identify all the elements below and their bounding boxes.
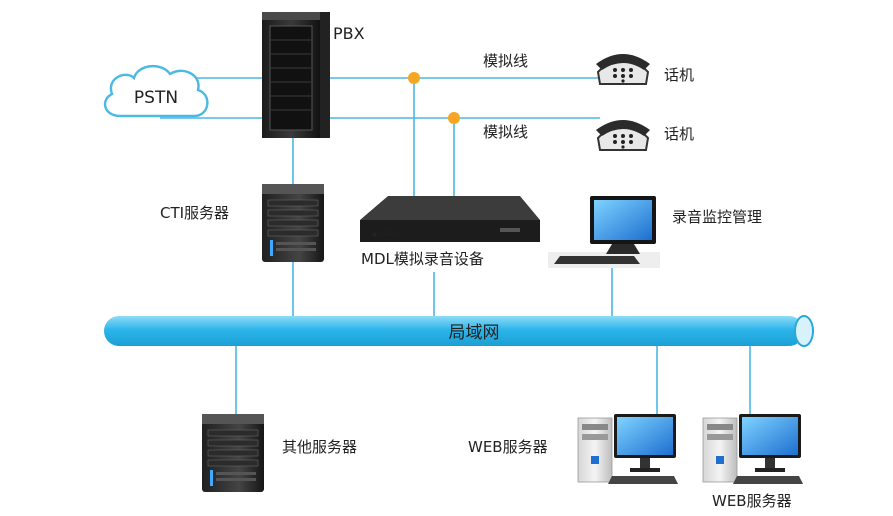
- other-servers-label: 其他服务器: [282, 438, 357, 456]
- junction-dot-1: [408, 72, 420, 84]
- junction-dot-2: [448, 112, 460, 124]
- cti-server-icon: [261, 183, 325, 263]
- phone-label-2: 话机: [664, 125, 694, 143]
- web-server-label-1: WEB服务器: [468, 438, 548, 456]
- monitor-mgmt-label: 录音监控管理: [672, 208, 762, 226]
- connection-lines: [160, 77, 751, 418]
- phone-icon-1: [595, 53, 651, 85]
- other-server-icon: [201, 413, 265, 493]
- analog-line-label-1: 模拟线: [483, 52, 528, 70]
- web-server-icon-1: [577, 413, 679, 485]
- mdl-recorder-device-icon: [360, 196, 540, 242]
- cti-server-label: CTI服务器: [160, 204, 229, 222]
- phone-label-1: 话机: [664, 66, 694, 84]
- pbx-rack-icon: [262, 12, 330, 138]
- pstn-label: PSTN: [134, 88, 178, 108]
- mdl-device-brand: ● MEGVU: [372, 231, 401, 238]
- web-server-icon-2: [702, 413, 804, 485]
- mdl-device-label: MDL模拟录音设备: [361, 250, 484, 268]
- lan-label: 局域网: [449, 323, 500, 343]
- web-server-label-2: WEB服务器: [712, 492, 792, 510]
- pbx-label: PBX: [333, 24, 365, 43]
- phone-icon-2: [595, 119, 651, 151]
- pstn-cloud-icon: [103, 65, 209, 118]
- analog-line-label-2: 模拟线: [483, 123, 528, 141]
- lan-bus: [104, 315, 814, 347]
- monitor-workstation-icon: [548, 196, 660, 268]
